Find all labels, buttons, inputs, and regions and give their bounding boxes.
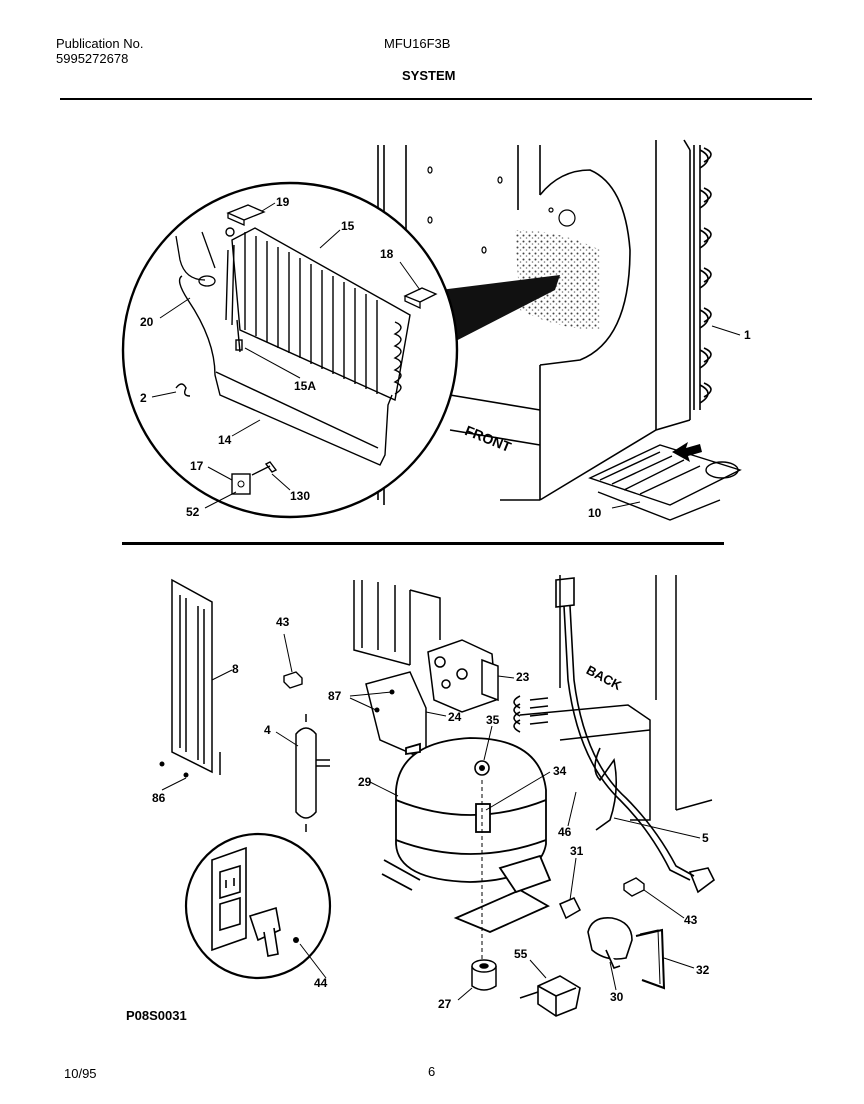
block-18 [403,287,438,310]
retainer-clip [635,928,666,990]
callout-15: 15 [341,219,355,233]
callout-35: 35 [486,713,500,727]
outlet-detail-circle [184,832,332,980]
page-number: 6 [428,1064,436,1079]
model-number: MFU16F3B [384,36,451,51]
publication-number: 5995272678 [56,51,129,66]
overload [559,897,581,920]
start-relay [587,916,633,969]
callout-46: 46 [558,825,572,839]
bracket-43-top [283,671,303,689]
callout-4: 4 [264,723,271,737]
callout-32: 32 [696,963,710,977]
header-rule [60,98,812,100]
condenser-coil [693,145,712,410]
callout-43-top: 43 [276,615,290,629]
clip-2 [175,383,191,397]
relay-bracket [365,639,499,762]
callout-2: 2 [140,391,147,405]
callout-34: 34 [553,764,567,778]
section-title: SYSTEM [402,68,456,83]
detail-circle [121,181,459,519]
callout-27: 27 [438,997,452,1011]
section-divider [122,542,724,545]
callout-30: 30 [610,990,624,1004]
callout-1: 1 [744,328,751,342]
callout-15a: 15A [294,379,317,393]
wall-outlet [211,846,281,957]
cabinet-holes [427,166,576,254]
arrow-icon [672,442,702,462]
terminal-cover [519,975,581,1017]
lower-coil [513,695,549,733]
callout-29: 29 [358,775,372,789]
callout-18: 18 [380,247,394,261]
revision-date: 10/95 [64,1066,97,1081]
figure-code: P08S0031 [126,1008,187,1023]
block-19 [226,204,266,226]
power-cord [555,577,716,894]
callout-20: 20 [140,315,154,329]
drier [295,714,330,832]
compressor [381,737,552,933]
callout-86: 86 [152,791,166,805]
callout-24: 24 [448,710,462,724]
thermostat-sensor [175,231,216,287]
callout-31: 31 [570,844,584,858]
callout-43-bottom: 43 [684,913,698,927]
callout-5: 5 [702,831,709,845]
side-rail [171,578,221,775]
callout-8: 8 [232,662,239,676]
callout-10: 10 [588,506,602,520]
callout-17: 17 [190,459,204,473]
callout-87: 87 [328,689,342,703]
callout-23: 23 [516,670,530,684]
zoom-beam [440,275,560,345]
callout-52: 52 [186,505,200,519]
callout-19: 19 [276,195,290,209]
callout-44: 44 [314,976,328,990]
plate-17 [231,473,251,495]
machine-compartment [353,575,713,821]
callout-130: 130 [290,489,311,503]
grommet [471,959,497,991]
callout-14: 14 [218,433,232,447]
evaporator [225,227,411,402]
drain-tube [178,275,393,466]
drain-pan [588,444,742,521]
screw-130 [251,461,278,476]
callout-55: 55 [514,947,528,961]
leader-lines-upper [151,202,741,509]
leader-lines-lower [161,633,701,1001]
publication-label: Publication No. [56,36,144,51]
bracket-43-bottom [623,877,645,897]
